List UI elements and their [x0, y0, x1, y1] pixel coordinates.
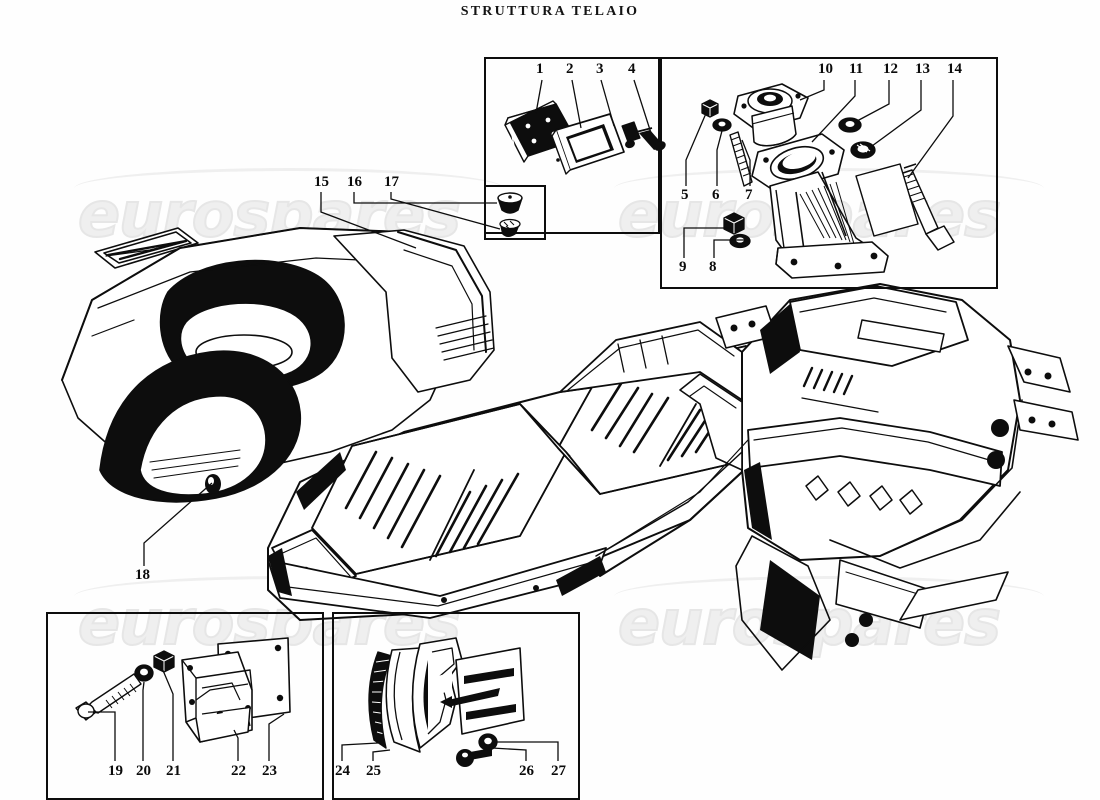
- callout-6: 6: [712, 187, 720, 203]
- callout-13: 13: [915, 61, 930, 77]
- callout-1: 1: [536, 61, 544, 77]
- callout-12: 12: [883, 61, 898, 77]
- inset-front-bracket: [46, 612, 324, 800]
- callout-24: 24: [335, 763, 350, 779]
- callout-10: 10: [818, 61, 833, 77]
- page-title: STRUTTURA TELAIO: [460, 4, 640, 19]
- callout-26: 26: [519, 763, 534, 779]
- callout-14: 14: [947, 61, 962, 77]
- watermark-bottom-right: eurospares: [617, 585, 1002, 660]
- rear-bulkhead: [559, 321, 743, 401]
- callout-9: 9: [679, 259, 687, 275]
- callout-17: 17: [384, 174, 399, 190]
- scuttle-cowl: [333, 229, 495, 393]
- watermark-swoosh-top-left: [74, 168, 504, 209]
- callout-27: 27: [551, 763, 566, 779]
- inset-engine-mount-pedestal: [660, 57, 998, 289]
- chassis-floor-pan: [267, 345, 789, 621]
- callout-21: 21: [166, 763, 181, 779]
- callout-16: 16: [347, 174, 362, 190]
- callout-5: 5: [681, 187, 689, 203]
- callout-22: 22: [231, 763, 246, 779]
- part-18-target: [205, 474, 221, 494]
- callout-25: 25: [366, 763, 381, 779]
- inset-wheel-arch-liner: [332, 612, 580, 800]
- callout-23: 23: [262, 763, 277, 779]
- front-left-fender: [61, 227, 453, 503]
- callout-8: 8: [709, 259, 717, 275]
- engine-bay-frame: [679, 283, 1079, 671]
- callout-2: 2: [566, 61, 574, 77]
- sill-rail: [595, 439, 749, 577]
- callout-20: 20: [136, 763, 151, 779]
- callout-3: 3: [596, 61, 604, 77]
- inset-grommet-detail: [484, 185, 546, 240]
- watermark-swoosh-bottom-right: [614, 576, 1044, 617]
- callout-7: 7: [745, 187, 753, 203]
- callout-15: 15: [314, 174, 329, 190]
- callout-18: 18: [135, 567, 150, 583]
- watermark-top-left: eurospares: [77, 177, 462, 252]
- front-hood-panel: [94, 227, 199, 269]
- callout-11: 11: [849, 61, 864, 77]
- callout-4: 4: [628, 61, 636, 77]
- callout-19: 19: [108, 763, 123, 779]
